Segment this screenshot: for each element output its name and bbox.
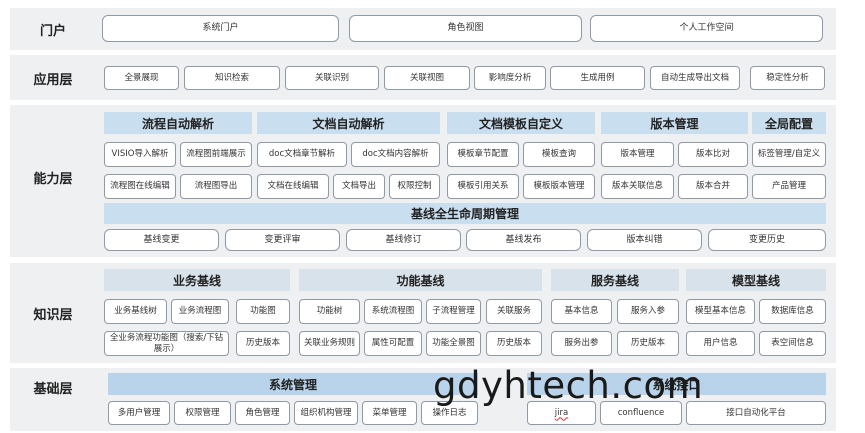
fd-item-operation-log[interactable]: 操作日志 <box>421 401 478 425</box>
cap-item-tag-manage[interactable]: 标签管理/自定义 <box>752 142 826 167</box>
knowledge-header-model: 模型基线 <box>686 269 826 291</box>
cap-item-product-manage[interactable]: 产品管理 <box>752 174 826 199</box>
app-item-relation-identify[interactable]: 关联识别 <box>285 66 379 90</box>
app-item-impact-analysis[interactable]: 影响度分析 <box>474 66 546 90</box>
capability-header-baseline-lifecycle: 基线全生命周期管理 <box>104 203 826 224</box>
cap-item-version-relation[interactable]: 版本关联信息 <box>601 174 674 199</box>
kn-item-system-flow[interactable]: 系统流程图 <box>364 299 422 324</box>
knowledge-header-service: 服务基线 <box>551 269 679 291</box>
app-item-knowledge-search[interactable]: 知识检索 <box>184 66 280 90</box>
app-item-generate-usecase[interactable]: 生成用例 <box>550 66 645 90</box>
foundation-layer-label: 基础层 <box>33 382 73 397</box>
capability-header-doc-parse: 文档自动解析 <box>257 112 440 134</box>
kn-item-related-rules[interactable]: 关联业务规则 <box>299 331 360 356</box>
fd-item-multi-user[interactable]: 多用户管理 <box>108 401 170 425</box>
kn-item-business-history[interactable]: 历史版本 <box>236 331 290 356</box>
fd-item-role[interactable]: 角色管理 <box>235 401 290 425</box>
knowledge-header-function: 功能基线 <box>299 269 542 291</box>
baseline-item-correction[interactable]: 版本纠错 <box>587 229 702 251</box>
cap-item-template-reference[interactable]: 模板引用关系 <box>447 174 519 199</box>
kn-item-function-panorama[interactable]: 功能全景图 <box>426 331 481 356</box>
fd-item-permission[interactable]: 权限管理 <box>174 401 231 425</box>
cap-item-flow-export[interactable]: 流程图导出 <box>180 174 252 199</box>
kn-item-function-diagram[interactable]: 功能图 <box>236 299 290 324</box>
portal-item-system-portal[interactable]: 系统门户 <box>102 15 339 42</box>
application-layer-label: 应用层 <box>33 73 73 88</box>
kn-item-tablespace-info[interactable]: 表空间信息 <box>759 331 826 356</box>
capability-header-template: 文档模板自定义 <box>447 112 595 134</box>
baseline-item-change[interactable]: 基线变更 <box>104 229 219 251</box>
cap-item-flow-online-edit[interactable]: 流程图在线编辑 <box>104 174 176 199</box>
cap-item-doc-online-edit[interactable]: 文档在线编辑 <box>257 174 329 199</box>
kn-item-function-tree[interactable]: 功能树 <box>299 299 360 324</box>
cap-item-doc-chapter-parse[interactable]: doc文档章节解析 <box>257 142 347 167</box>
kn-item-business-tree[interactable]: 业务基线树 <box>104 299 167 324</box>
knowledge-layer-label: 知识层 <box>33 308 73 323</box>
foundation-header-system-manage: 系统管理 <box>108 373 478 395</box>
capability-header-global-config: 全局配置 <box>752 112 826 134</box>
kn-item-service-output[interactable]: 服务出参 <box>551 331 612 356</box>
knowledge-header-business: 业务基线 <box>104 269 290 291</box>
cap-item-template-version[interactable]: 模板版本管理 <box>523 174 595 199</box>
kn-item-function-history[interactable]: 历史版本 <box>486 331 542 356</box>
cap-item-permission-control[interactable]: 权限控制 <box>389 174 440 199</box>
baseline-item-revise[interactable]: 基线修订 <box>346 229 461 251</box>
app-item-stability-analysis[interactable]: 稳定性分析 <box>750 66 825 90</box>
portal-item-personal-workspace[interactable]: 个人工作空间 <box>590 15 823 42</box>
fd-item-menu[interactable]: 菜单管理 <box>362 401 417 425</box>
baseline-item-history[interactable]: 变更历史 <box>708 229 826 251</box>
kn-item-service-input[interactable]: 服务入参 <box>617 299 679 324</box>
kn-item-configurable-attr[interactable]: 属性可配置 <box>364 331 422 356</box>
fd-item-interface-automation[interactable]: 接口自动化平台 <box>686 401 826 425</box>
portal-layer-label: 门户 <box>39 24 66 39</box>
kn-item-subflow-manage[interactable]: 子流程管理 <box>426 299 481 324</box>
foundation-header-system-interface: 系统接口 <box>527 373 826 395</box>
portal-item-role-view[interactable]: 角色视图 <box>349 15 582 42</box>
capability-header-flow-parse: 流程自动解析 <box>104 112 252 134</box>
kn-item-model-basic-info[interactable]: 模型基本信息 <box>686 299 755 324</box>
fd-item-organization[interactable]: 组织机构管理 <box>294 401 358 425</box>
cap-item-version-merge[interactable]: 版本合并 <box>678 174 748 199</box>
fd-item-confluence[interactable]: confluence <box>600 401 682 425</box>
kn-item-database-info[interactable]: 数据库信息 <box>759 299 826 324</box>
kn-item-user-info[interactable]: 用户信息 <box>686 331 755 356</box>
kn-item-service-history[interactable]: 历史版本 <box>617 331 679 356</box>
app-item-relation-view[interactable]: 关联视图 <box>384 66 470 90</box>
cap-item-template-chapter-config[interactable]: 模板章节配置 <box>447 142 519 167</box>
cap-item-visio-import[interactable]: VISIO导入解析 <box>104 142 176 167</box>
cap-item-doc-export[interactable]: 文档导出 <box>333 174 385 199</box>
cap-item-version-compare[interactable]: 版本比对 <box>678 142 748 167</box>
kn-item-related-service[interactable]: 关联服务 <box>486 299 542 324</box>
cap-item-flow-frontend-display[interactable]: 流程图前端展示 <box>180 142 252 167</box>
kn-item-service-basic-info[interactable]: 基本信息 <box>551 299 612 324</box>
app-item-auto-export-doc[interactable]: 自动生成导出文档 <box>650 66 740 90</box>
jira-label: jira <box>554 407 569 418</box>
capability-header-version: 版本管理 <box>601 112 748 134</box>
capability-layer-label: 能力层 <box>33 172 73 187</box>
fd-item-jira[interactable]: jira <box>527 401 596 425</box>
kn-item-business-flow[interactable]: 业务流程图 <box>171 299 229 324</box>
cap-item-version-manage[interactable]: 版本管理 <box>601 142 674 167</box>
baseline-item-publish[interactable]: 基线发布 <box>466 229 581 251</box>
baseline-item-review[interactable]: 变更评审 <box>225 229 340 251</box>
app-item-panorama[interactable]: 全景展现 <box>104 66 179 90</box>
cap-item-doc-content-parse[interactable]: doc文档内容解析 <box>351 142 440 167</box>
cap-item-template-query[interactable]: 模板查询 <box>523 142 595 167</box>
kn-item-full-business-flow[interactable]: 全业务流程功能图（搜索/下钻展示） <box>104 331 229 356</box>
watermark-text: gdyhtech.com <box>433 364 704 407</box>
